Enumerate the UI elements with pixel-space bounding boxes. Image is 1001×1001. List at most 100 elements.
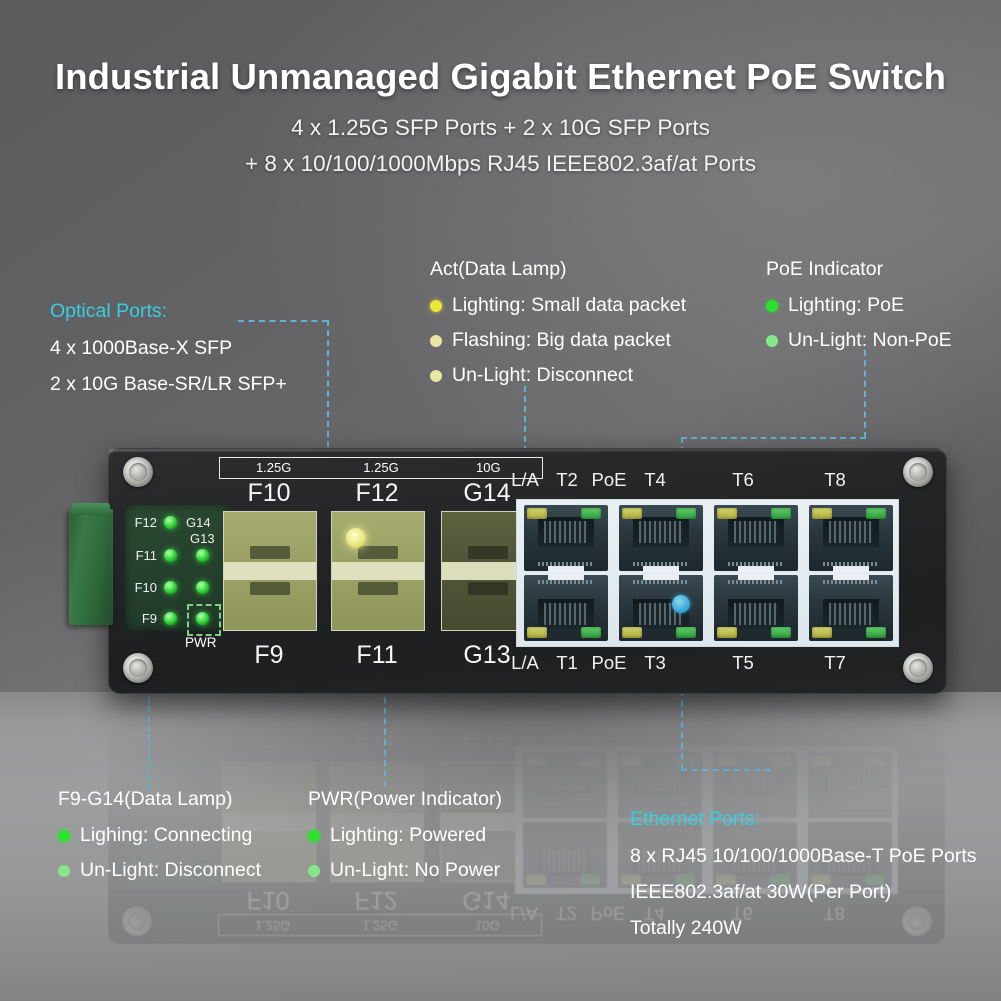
optical-ports-line-2: 2 x 10G Base-SR/LR SFP+ — [50, 373, 287, 395]
ethernet-ports-line-3: Totally 240W — [630, 917, 742, 939]
data-lamp-item: Lighing: Connecting — [58, 824, 261, 847]
sfp-speed-bar: 1.25G 1.25G 10G — [219, 457, 543, 479]
speed-label-1: 1.25G — [255, 460, 292, 475]
rj45-led-link-act-t2 — [527, 508, 547, 519]
mounting-screw-bottom-right — [903, 653, 933, 683]
rj45-pins — [829, 521, 873, 543]
rj45-label-t1: T1 — [556, 652, 578, 673]
pwr-indicator-item-label: Lighting: Powered — [330, 824, 487, 846]
reflection-rj-bot-3: PoE — [590, 720, 626, 741]
rj45-clip-notch — [548, 574, 584, 580]
led-f10[interactable] — [164, 581, 177, 594]
rj45-led-link-act-t4 — [622, 508, 642, 519]
led-f9[interactable] — [164, 612, 177, 625]
page-title: Industrial Unmanaged Gigabit Ethernet Po… — [54, 56, 947, 97]
led-g13[interactable] — [196, 581, 209, 594]
rj45-pins — [829, 603, 873, 625]
header: Industrial Unmanaged Gigabit Ethernet Po… — [0, 56, 1001, 177]
reflection-rj-bot-5: T5 — [731, 720, 753, 741]
led-f11[interactable] — [164, 549, 177, 562]
leader-ethernet-vertical — [681, 690, 683, 770]
data-lamp-heading: F9-G14(Data Lamp) — [58, 788, 233, 810]
pwr-label: PWR — [185, 635, 217, 650]
mounting-screw-bottom-left — [123, 653, 153, 683]
rj45-label-la-bottom: L/A — [511, 652, 539, 673]
reflection-rj-bot-4: T3 — [643, 720, 665, 741]
sfp-label-g13: G13 — [463, 641, 511, 669]
rj45-label-t7: T7 — [824, 652, 846, 673]
rj45-led-poe-t4 — [676, 508, 696, 519]
yellow-led-icon — [430, 299, 442, 312]
rj45-clip-notch — [643, 574, 679, 580]
pwr-indicator-item: Un-Light: No Power — [308, 859, 502, 882]
act-lamp-item: Lighting: Small data packet — [430, 294, 686, 317]
annotation-act-lamp: Act(Data Lamp) Lighting: Small data pack… — [430, 258, 686, 396]
led-pwr[interactable] — [196, 612, 209, 625]
ethernet-ports-line-1: 8 x RJ45 10/100/1000Base-T PoE Ports — [630, 845, 977, 867]
led-row-f10: F10 — [131, 580, 209, 595]
led-label-g14: G14 — [186, 515, 211, 530]
yellow-led-dim-icon — [430, 369, 442, 382]
led-f12[interactable] — [164, 516, 177, 529]
rj45-clip-notch — [738, 566, 774, 572]
act-lamp-item-label: Un-Light: Disconnect — [452, 364, 634, 386]
speed-label-3: 10G — [476, 460, 501, 475]
device-top-highlight — [109, 449, 946, 452]
poe-indicator-item-label: Lighting: PoE — [788, 294, 905, 316]
sfp-label-f11: F11 — [356, 641, 398, 669]
rj45-teeth — [633, 580, 689, 584]
led-label-g13: G13 — [190, 531, 215, 546]
mounting-screw-top-left — [123, 457, 153, 487]
led-row-f12: F12 G14 — [131, 515, 211, 530]
reflection-speed-1: 1.25G — [254, 918, 291, 933]
act-data-lamp-led[interactable] — [346, 528, 366, 548]
rj45-pins — [544, 521, 588, 543]
poe-indicator-item: Un-Light: Non-PoE — [766, 329, 952, 352]
pwr-indicator-heading: PWR(Power Indicator) — [308, 788, 502, 810]
rj45-column-1 — [520, 500, 612, 646]
sfp-cage-f10-f9[interactable] — [223, 511, 317, 631]
led-row-f9: F9 — [131, 611, 209, 626]
t3-callout-dot — [672, 595, 690, 613]
yellow-led-dim-icon — [430, 334, 442, 347]
rj45-pins — [544, 603, 588, 625]
pwr-led-highlight-box — [187, 604, 221, 636]
sfp-led-panel: F12 G14 G13 F11 F10 F9 — [125, 505, 230, 631]
rj45-teeth — [633, 562, 689, 566]
background-floor-shadow — [0, 692, 1001, 1001]
act-lamp-heading: Act(Data Lamp) — [430, 258, 567, 280]
rj45-teeth — [823, 562, 879, 566]
led-row-f11: F11 — [131, 548, 209, 563]
green-led-dim-icon — [308, 864, 320, 877]
ethernet-ports-line-2: IEEE802.3af/at 30W(Per Port) — [630, 881, 892, 903]
poe-indicator-item: Lighting: PoE — [766, 294, 952, 317]
reflection-screw-br — [902, 710, 932, 740]
rj45-pins — [639, 521, 683, 543]
act-lamp-item-label: Flashing: Big data packet — [452, 329, 671, 351]
sfp-latch-upper — [358, 546, 398, 559]
rj45-label-t6: T6 — [732, 469, 754, 490]
green-led-dim-icon — [766, 334, 778, 347]
led-g14[interactable] — [196, 549, 209, 562]
rj45-pins — [734, 521, 778, 543]
led-label-f12: F12 — [134, 515, 157, 530]
optical-ports-heading: Optical Ports: — [50, 300, 168, 322]
rj45-led-poe-t3 — [676, 627, 696, 638]
rj45-led-link-act-t1 — [527, 627, 547, 638]
rj45-label-t3: T3 — [644, 652, 666, 673]
rj45-column-3 — [710, 500, 802, 646]
reflection-sfp-bot-2: F11 — [355, 724, 397, 752]
leader-optical-horizontal — [238, 320, 328, 322]
sfp-latch-lower — [250, 582, 290, 595]
act-lamp-item-label: Lighting: Small data packet — [452, 294, 687, 316]
power-terminal-block — [69, 503, 113, 625]
optical-ports-line-1: 4 x 1000Base-X SFP — [50, 337, 233, 359]
sfp-cage-f12-f11[interactable] — [331, 511, 425, 631]
leader-datalamp-vertical — [148, 628, 150, 790]
rj45-clip-notch — [548, 566, 584, 572]
rj45-led-poe-t6 — [771, 508, 791, 519]
act-lamp-item: Flashing: Big data packet — [430, 329, 686, 352]
rj45-label-t5: T5 — [732, 652, 754, 673]
poe-indicator-heading: PoE Indicator — [766, 258, 884, 280]
